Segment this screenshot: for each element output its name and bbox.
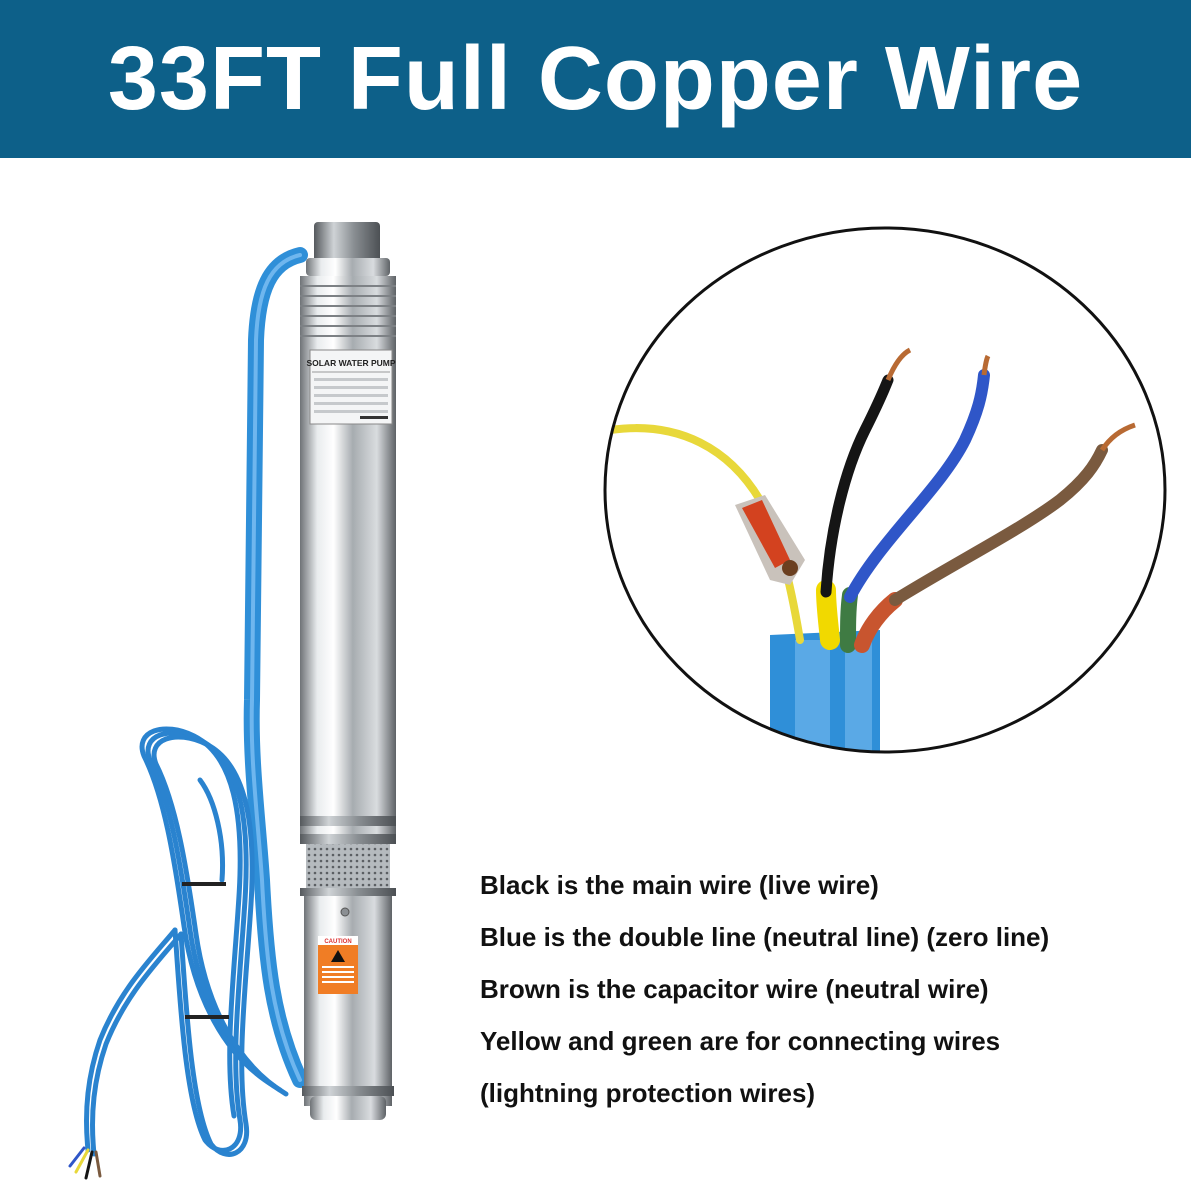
pump-threads (300, 276, 396, 346)
caution-label: CAUTION (324, 939, 351, 945)
note-brown-wire: Brown is the capacitor wire (neutral wir… (480, 974, 989, 1004)
pump-intake-screen (306, 844, 390, 888)
pump-outlet-nut (314, 222, 380, 264)
tie-strap (185, 1015, 229, 1019)
black-wire (820, 374, 894, 598)
title-banner: 33FT Full Copper Wire (0, 0, 1191, 158)
note-yellow-green-wire: Yellow and green are for connecting wire… (480, 1026, 1001, 1056)
coiled-cable (84, 726, 289, 1157)
note-blue-wire: Blue is the double line (neutral line) (… (480, 922, 1050, 952)
pump-label-title: SOLAR WATER PUMP (306, 358, 395, 368)
ground-lug (735, 495, 805, 585)
brown-wire (889, 444, 1108, 606)
closeup-frame (603, 226, 1167, 754)
flat-cable (243, 247, 308, 1088)
caution-sticker: CAUTION (318, 936, 358, 994)
pump-label: SOLAR WATER PUMP (306, 349, 396, 425)
tie-strap (182, 882, 226, 886)
wire-closeup-image (603, 226, 1167, 754)
wire-ends (68, 1146, 102, 1180)
page-title: 33FT Full Copper Wire (107, 28, 1084, 129)
wire-color-notes: Black is the main wire (live wire) Blue … (480, 862, 1180, 1122)
pump-image: SOLAR WATER PUMP CAUTION (68, 222, 396, 1180)
note-black-wire: Black is the main wire (live wire) (480, 870, 879, 900)
blue-wire (844, 369, 990, 603)
pump-motor (304, 896, 392, 1106)
note-lightning-protection: (lightning protection wires) (480, 1078, 816, 1108)
